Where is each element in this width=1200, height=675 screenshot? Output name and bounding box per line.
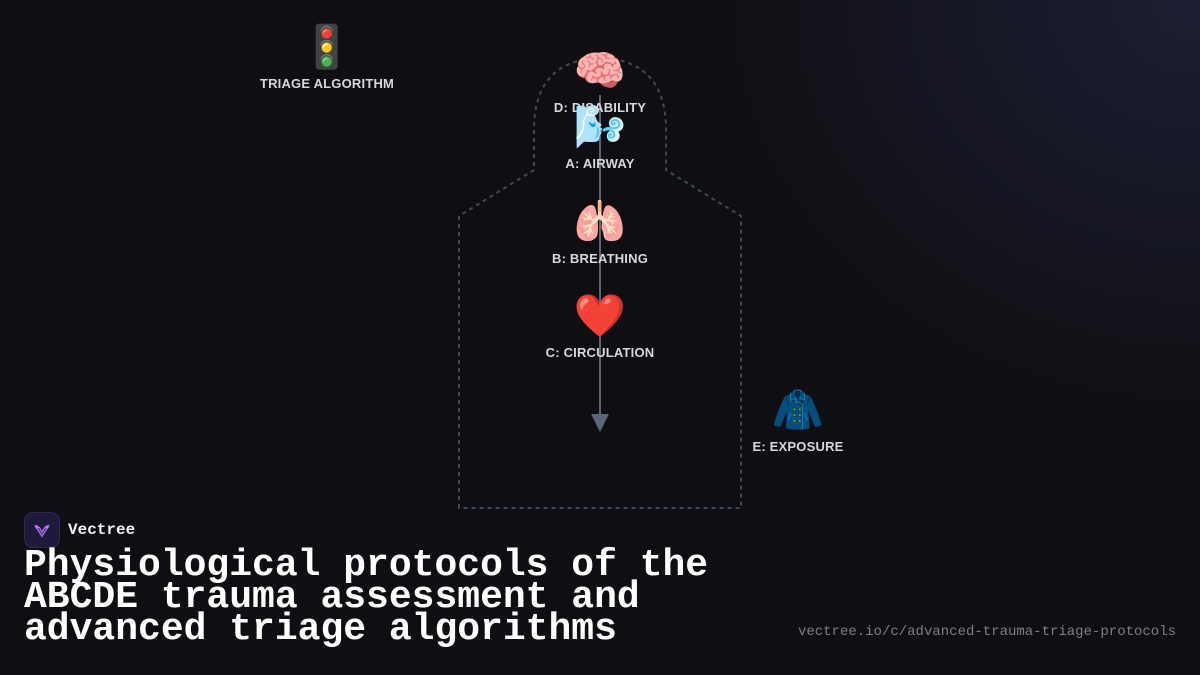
node-label: C: CIRCULATION: [545, 345, 655, 360]
brand-name: Vectree: [68, 521, 136, 539]
node-exposure: 🧥 E: EXPOSURE: [752, 385, 843, 454]
heart-icon: ❤️: [573, 291, 627, 340]
traffic-light-icon: 🚦: [300, 22, 354, 71]
page-url[interactable]: vectree.io/c/advanced-trauma-triage-prot…: [797, 624, 1176, 640]
brain-icon: 🧠: [573, 46, 627, 95]
flow-arrow-head: [591, 414, 609, 432]
brand[interactable]: Vectree: [24, 512, 135, 548]
node-disability: 🧠 D: DISABILITY: [554, 46, 646, 115]
node-label: A: AIRWAY: [565, 156, 635, 171]
node-circulation: ❤️ C: CIRCULATION: [546, 291, 655, 360]
node-triage-algorithm: 🚦 TRIAGE ALGORITHM: [260, 22, 394, 91]
node-airway: 🌬️ A: AIRWAY: [565, 102, 634, 171]
node-label: B: BREATHING: [551, 251, 649, 266]
node-label: E: EXPOSURE: [752, 439, 844, 454]
lungs-icon: 🫁: [573, 197, 627, 246]
coat-icon: 🧥: [771, 385, 825, 434]
vectree-logo-icon: [24, 512, 60, 548]
page-title: Physiological protocols of the ABCDE tra…: [24, 544, 709, 651]
node-label: D: DISABILITY: [553, 100, 647, 115]
node-label: TRIAGE ALGORITHM: [259, 76, 395, 91]
node-breathing: 🫁 B: BREATHING: [552, 197, 648, 266]
wind-icon: 🌬️: [573, 102, 627, 151]
body-silhouette-outline: [458, 56, 742, 509]
